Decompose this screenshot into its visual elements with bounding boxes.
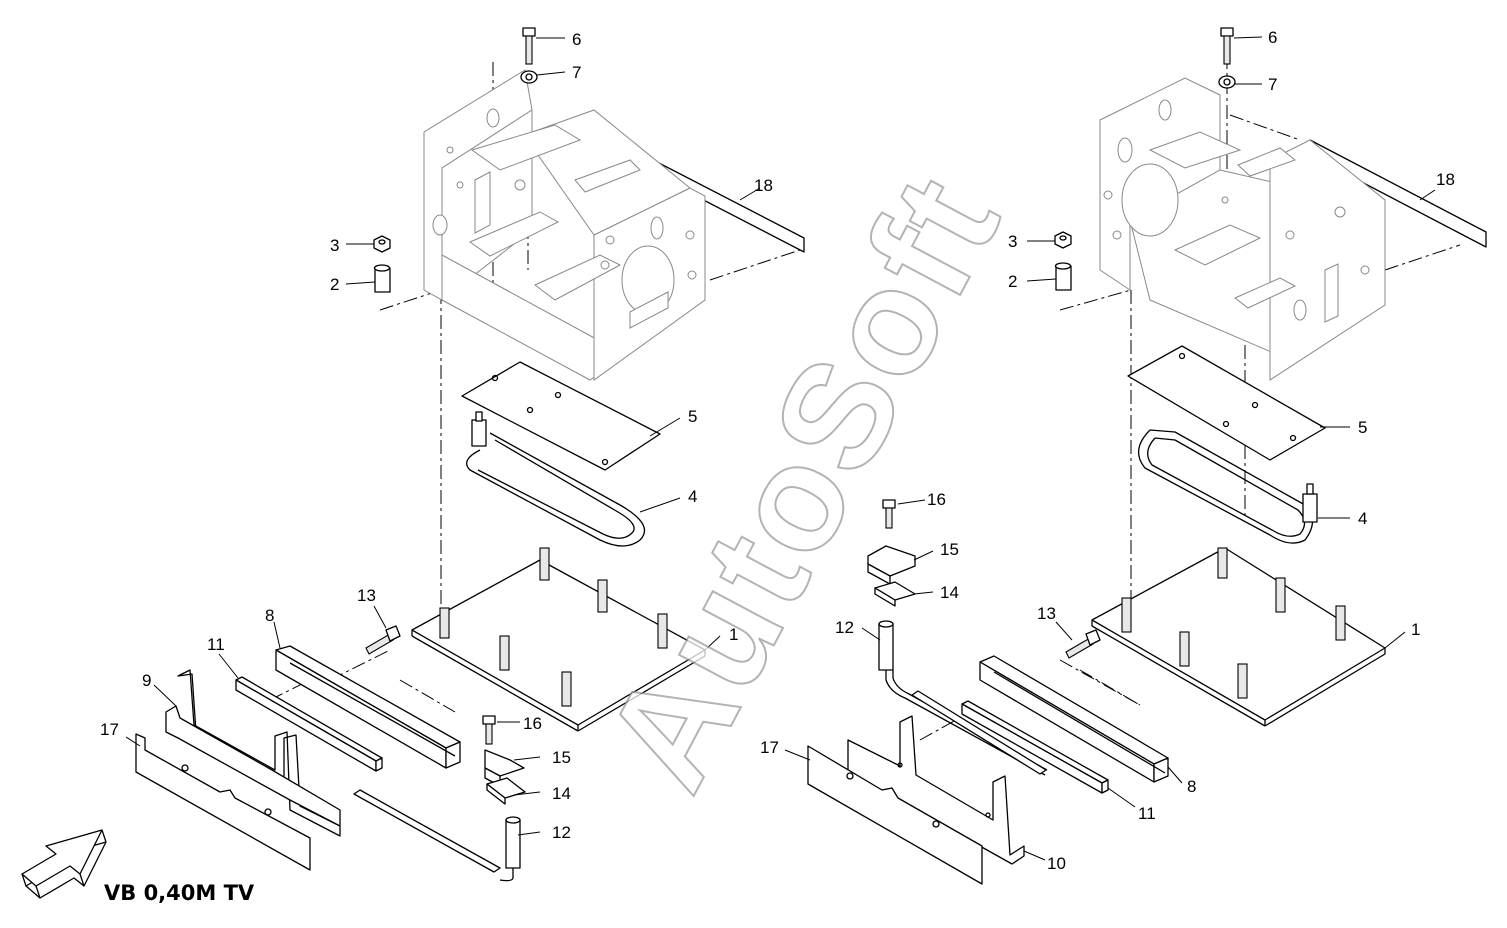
callout-right-12: 12 [835, 618, 854, 637]
callout-left-8: 8 [265, 606, 274, 625]
callout-right-6: 6 [1268, 28, 1277, 47]
left-clip-14 [486, 777, 526, 805]
left-main-frame [423, 69, 706, 381]
callout-left-5: 5 [688, 407, 697, 426]
callout-left-16: 16 [523, 714, 542, 733]
callout-right-1: 1 [1411, 620, 1420, 639]
callout-right-5: 5 [1358, 418, 1367, 437]
left-wire-loop-4 [466, 411, 646, 547]
right-bolt-13 [1065, 629, 1101, 659]
left-gasket-5 [461, 361, 661, 471]
left-bolt-6 [522, 27, 536, 65]
callout-left-14: 14 [552, 784, 571, 803]
right-strip-11 [961, 700, 1109, 794]
callout-left-7: 7 [572, 63, 581, 82]
right-bracket-10 [847, 715, 1025, 865]
callout-left-3: 3 [330, 236, 339, 255]
callout-left-9: 9 [142, 671, 151, 690]
right-assembly [784, 27, 1487, 885]
callout-left-15: 15 [552, 748, 571, 767]
model-caption: VB 0,40M TV [104, 881, 255, 905]
right-bolt-6 [1220, 27, 1234, 65]
left-assembly [125, 27, 805, 882]
callout-left-11: 11 [207, 635, 225, 654]
left-bracket-9 [165, 669, 341, 837]
right-callouts: 6 7 18 3 2 5 4 16 15 14 12 1 13 17 8 11 … [760, 28, 1455, 873]
callout-right-10: 10 [1047, 854, 1066, 873]
callout-right-17: 17 [760, 738, 779, 757]
callout-left-18: 18 [754, 176, 773, 195]
right-main-frame [1099, 77, 1386, 381]
right-wire-loop-4 [1138, 429, 1318, 544]
callout-right-13: 13 [1037, 604, 1056, 623]
right-rail-8 [979, 655, 1169, 783]
right-clip-14 [874, 581, 916, 607]
callout-right-2: 2 [1008, 272, 1017, 291]
callout-left-6: 6 [572, 30, 581, 49]
callout-right-14: 14 [940, 583, 959, 602]
callout-right-8: 8 [1187, 777, 1196, 796]
callout-left-13: 13 [357, 586, 376, 605]
right-nut-3 [1054, 231, 1072, 249]
right-sensor-12 [878, 620, 1048, 776]
right-gasket-5 [1127, 345, 1326, 461]
callout-left-17: 17 [100, 720, 119, 739]
callout-right-15: 15 [940, 540, 959, 559]
left-rail-8 [275, 645, 461, 769]
right-base-plate-1 [1091, 547, 1386, 727]
right-cable-strip [911, 690, 1047, 775]
right-clip-15 [867, 545, 916, 585]
left-cable-strip [353, 789, 501, 873]
callout-left-4: 4 [688, 487, 697, 506]
callout-right-3: 3 [1008, 232, 1017, 251]
callout-right-4: 4 [1358, 509, 1367, 528]
callout-left-12: 12 [552, 823, 571, 842]
callout-right-7: 7 [1268, 75, 1277, 94]
right-plate-17 [807, 745, 983, 885]
right-screw-16 [882, 499, 896, 529]
left-nut-3 [373, 235, 391, 253]
hollow-3d-arrow-icon [21, 829, 107, 899]
left-callouts: 6 7 18 3 2 5 4 1 13 8 11 9 17 16 15 14 1… [100, 30, 773, 842]
left-screw-16 [482, 715, 496, 745]
left-spacer-2 [373, 264, 391, 293]
left-nut-7 [520, 70, 538, 84]
left-plate-17 [135, 733, 311, 871]
callout-right-16: 16 [927, 490, 946, 509]
right-spacer-2 [1054, 262, 1072, 291]
left-bolt-13 [365, 625, 401, 655]
callout-right-11: 11 [1138, 804, 1156, 823]
callout-left-1: 1 [729, 625, 738, 644]
right-nut-7 [1218, 75, 1236, 89]
callout-left-2: 2 [330, 275, 339, 294]
callout-right-18: 18 [1436, 170, 1455, 189]
left-base-plate-1 [411, 547, 706, 732]
left-sensor-12 [499, 816, 521, 882]
left-strip-11 [235, 676, 383, 772]
